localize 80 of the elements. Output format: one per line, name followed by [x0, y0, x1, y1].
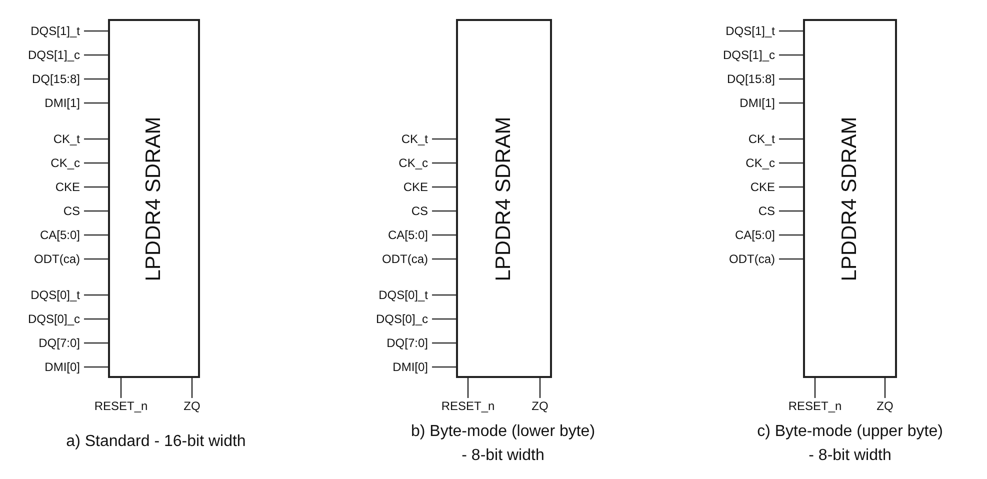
- pin-line: [84, 294, 108, 296]
- pin-line: [884, 378, 886, 398]
- figure-caption: c) Byte-mode (upper byte) - 8-bit width: [756, 422, 944, 466]
- pin-label: DQS[1]_c: [699, 47, 779, 63]
- pin-line: [84, 318, 108, 320]
- pin-line: [191, 378, 193, 398]
- chip-box: LPDDR4 SDRAM: [108, 19, 200, 378]
- pin-line: [84, 366, 108, 368]
- pin-line: [432, 318, 456, 320]
- pin-line: [432, 234, 456, 236]
- pin-line: [84, 258, 108, 260]
- pin-label: CK_t: [699, 131, 779, 147]
- pin-line: [84, 234, 108, 236]
- pin-line: [120, 378, 122, 398]
- pin-line: [779, 54, 803, 56]
- pin-label: CK_t: [352, 131, 432, 147]
- pin-line: [432, 210, 456, 212]
- pin-line: [432, 186, 456, 188]
- pin-label: CA[5:0]: [4, 227, 84, 243]
- pin-label: DQS[0]_c: [4, 311, 84, 327]
- pin-line: [814, 378, 816, 398]
- pin-line: [84, 210, 108, 212]
- pin-line: [84, 54, 108, 56]
- figure-caption: a) Standard - 16-bit width: [65, 432, 247, 452]
- pin-label: CS: [352, 203, 432, 219]
- pin-line: [779, 186, 803, 188]
- pin-label: DMI[0]: [352, 359, 432, 375]
- pin-label: DQS[1]_t: [699, 23, 779, 39]
- pin-line: [779, 30, 803, 32]
- pin-label: DQS[0]_t: [4, 287, 84, 303]
- pin-label: DQS[1]_c: [4, 47, 84, 63]
- pin-line: [432, 162, 456, 164]
- pin-label: ODT(ca): [352, 251, 432, 267]
- pin-label: CA[5:0]: [352, 227, 432, 243]
- pin-label: DMI[1]: [699, 95, 779, 111]
- pin-label: DMI[1]: [4, 95, 84, 111]
- pin-label: ODT(ca): [4, 251, 84, 267]
- pin-line: [84, 186, 108, 188]
- pin-line: [779, 102, 803, 104]
- pin-label: CK_c: [699, 155, 779, 171]
- pin-label: CK_t: [4, 131, 84, 147]
- pin-line: [432, 294, 456, 296]
- pin-line: [467, 378, 469, 398]
- pin-label: CKE: [699, 179, 779, 195]
- pin-label: DQS[0]_c: [352, 311, 432, 327]
- pin-label: CS: [4, 203, 84, 219]
- pin-line: [84, 102, 108, 104]
- chip-box: LPDDR4 SDRAM: [803, 19, 897, 378]
- pin-label: DQ[7:0]: [352, 335, 432, 351]
- chip-box: LPDDR4 SDRAM: [456, 19, 552, 378]
- pin-line: [84, 30, 108, 32]
- pin-label: DQ[15:8]: [4, 71, 84, 87]
- pin-label: CK_c: [352, 155, 432, 171]
- pin-label: DMI[0]: [4, 359, 84, 375]
- pin-label: DQS[0]_t: [352, 287, 432, 303]
- pin-line: [779, 234, 803, 236]
- pin-line: [432, 342, 456, 344]
- pin-line: [779, 162, 803, 164]
- pin-line: [779, 78, 803, 80]
- pin-line: [539, 378, 541, 398]
- pin-line: [779, 258, 803, 260]
- pin-line: [779, 210, 803, 212]
- pin-line: [432, 366, 456, 368]
- pin-line: [84, 78, 108, 80]
- pin-line: [84, 138, 108, 140]
- pin-line: [432, 138, 456, 140]
- pin-label: CS: [699, 203, 779, 219]
- pin-label: CK_c: [4, 155, 84, 171]
- figure-caption: b) Byte-mode (lower byte) - 8-bit width: [410, 422, 596, 466]
- pin-label: CKE: [352, 179, 432, 195]
- pin-label: DQ[7:0]: [4, 335, 84, 351]
- pin-line: [84, 162, 108, 164]
- pin-line: [432, 258, 456, 260]
- pin-line: [779, 138, 803, 140]
- pin-label: ODT(ca): [699, 251, 779, 267]
- pin-line: [84, 342, 108, 344]
- pin-label: CA[5:0]: [699, 227, 779, 243]
- pin-label: DQS[1]_t: [4, 23, 84, 39]
- pin-label: DQ[15:8]: [699, 71, 779, 87]
- pin-label: CKE: [4, 179, 84, 195]
